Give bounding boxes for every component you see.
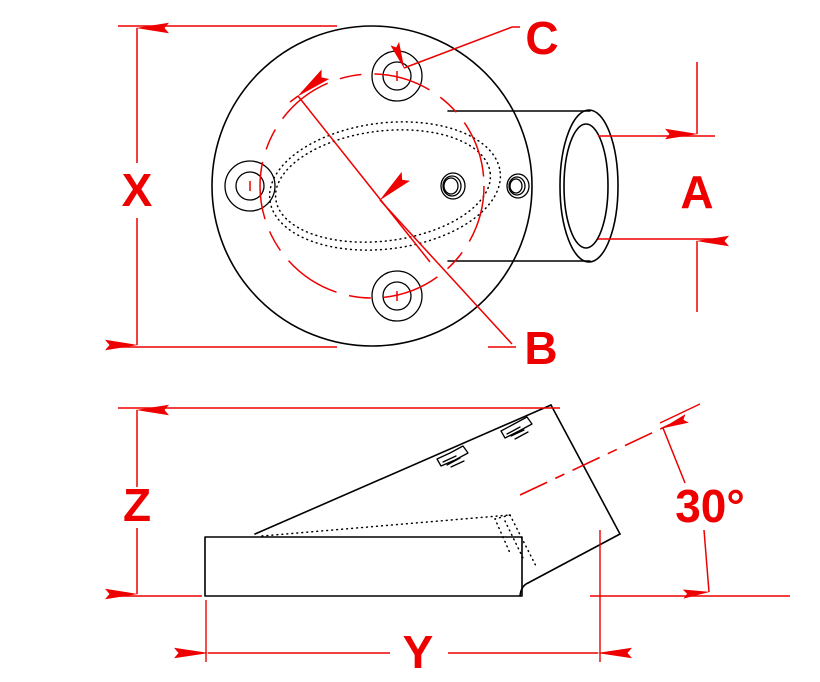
side-view-group: Z Y 30°	[105, 403, 790, 678]
tube-base-fillet	[519, 582, 529, 597]
tube-lower-face-line	[527, 533, 621, 584]
set-screw-upper	[500, 416, 533, 440]
dim-angle-axis-extension-line	[659, 403, 701, 424]
dim-b-upper-arrow-line	[297, 69, 431, 263]
hidden-bore-outer-ellipse	[268, 121, 502, 251]
dim-b-label: B	[524, 322, 557, 374]
hidden-bore-upper-line	[261, 514, 511, 537]
dim-angle-upper-arrow-line	[662, 414, 689, 484]
tube-upper-face-line	[254, 404, 552, 535]
tube-axis-centerline	[519, 422, 674, 496]
dim-b-upper-tick	[289, 95, 299, 103]
set-screw-hole-inner	[440, 172, 466, 200]
bolt-circle-centerline	[259, 73, 485, 299]
hidden-bore-inner-ellipse	[274, 129, 492, 243]
dimension-b: B	[289, 69, 558, 374]
flange-outer-circle	[211, 25, 533, 347]
dim-angle-label: 30°	[675, 480, 745, 532]
dim-c-label: C	[525, 12, 558, 64]
dimension-a: A	[598, 62, 729, 312]
set-screw-hole-outer	[506, 173, 530, 199]
dim-b-lower-arrow-line	[379, 171, 513, 345]
hidden-bore-wall-line	[504, 520, 524, 559]
dim-y-label: Y	[403, 626, 434, 678]
dimension-c: C	[390, 12, 559, 69]
tube-end-face-line	[550, 404, 621, 535]
dim-z-label: Z	[123, 479, 151, 531]
hidden-bore-inner-line	[493, 514, 511, 554]
bolt-hole-left	[224, 160, 276, 212]
top-view-group: X A C B	[105, 12, 729, 374]
dim-angle-lower-arrow-line	[682, 529, 710, 599]
tube-end-outer-ellipse	[559, 109, 619, 263]
tube-end-bore-ellipse	[563, 123, 609, 249]
dimension-x: X	[105, 22, 337, 351]
dim-a-label: A	[680, 166, 713, 218]
dim-x-label: X	[122, 164, 153, 216]
dim-c-leader-line	[390, 26, 513, 69]
dimension-angle: 30°	[590, 403, 790, 599]
dimension-z: Z	[105, 404, 560, 600]
hidden-bore-end-line	[509, 514, 538, 569]
base-plate-outline	[204, 536, 523, 597]
dimension-y: Y	[174, 530, 632, 678]
bolt-hole-bottom	[371, 270, 423, 322]
set-screw-lower	[436, 445, 469, 468]
